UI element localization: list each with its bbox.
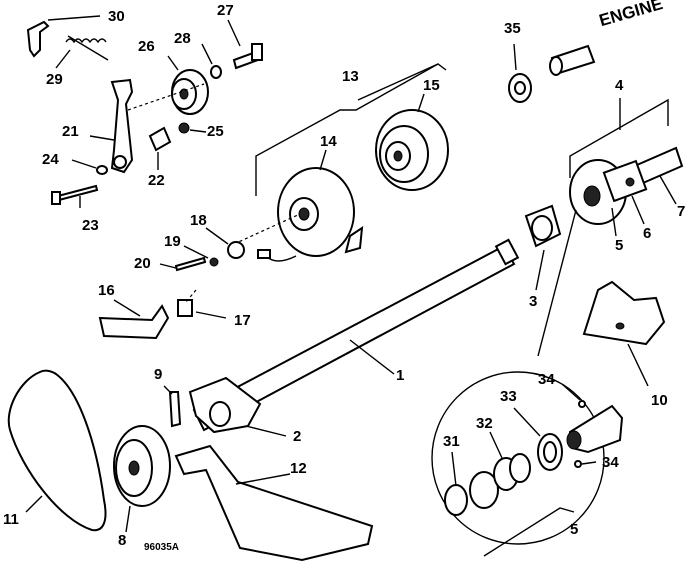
part-25-nut [178,122,207,134]
callout-13: 13 [342,68,359,85]
assembly-line [185,289,197,303]
callout-34-top: 34 [538,371,555,388]
part-17-clip [177,299,227,319]
part-33-bushing [513,407,563,471]
part-20-bolt [159,256,207,272]
callout-17: 17 [234,312,251,329]
callout-9: 9 [154,366,163,383]
engine-crankshaft-stub [549,44,596,76]
callout-10: 10 [651,392,668,409]
part-5-6-universal-joint [569,159,648,237]
part-32-ring [469,431,531,509]
part-23-bolt [51,184,99,208]
callout-5: 5 [615,237,624,254]
callout-8: 8 [118,532,127,549]
callout-14: 14 [320,133,337,150]
part-30-bracket [26,15,101,58]
callout-33: 33 [500,388,517,405]
part-4-group-bracket [569,98,669,178]
part-34-yoke [561,383,624,468]
callout-29: 29 [46,71,63,88]
part-2-bearing-housing [188,376,287,437]
callout-35: 35 [504,20,521,37]
callout-28: 28 [174,30,191,47]
callout-31: 31 [443,433,460,450]
callout-32: 32 [476,415,493,432]
callout-20: 20 [134,255,151,272]
callout-12: 12 [290,460,307,477]
callout-23: 23 [82,217,99,234]
part-1-drive-shaft [192,238,520,432]
part-27-bolt [227,19,263,70]
callout-16: 16 [98,282,115,299]
part-13-group-bracket [255,63,447,196]
callout-19: 19 [164,233,181,250]
callout-6: 6 [643,225,652,242]
callout-26: 26 [138,38,155,55]
part-19-lockwasher [183,245,219,267]
callout-7: 7 [677,203,686,220]
part-16-bracket [98,299,170,340]
part-18-washer [205,227,245,259]
part-13-leader [357,63,439,101]
callout-4: 4 [615,77,624,94]
assembly-line [127,83,205,111]
part-28-washer [201,43,222,79]
part-22-spacer [148,126,172,170]
part-21-idler-arm [89,78,134,174]
part-15-clutch-pulley [375,93,449,191]
detail-view-circle [431,209,605,557]
callout-21: 21 [62,123,79,140]
part-14-electric-clutch [257,149,364,262]
callout-3: 3 [529,293,538,310]
part-9-key [163,385,182,428]
part-35-spacer [508,43,532,103]
callout-5-detail: 5 [570,521,579,538]
part-12-mounting-bracket [174,444,374,562]
callout-25: 25 [207,123,224,140]
drawing-code: 96035A [144,542,180,553]
part-24-washer [71,159,108,175]
callout-15: 15 [423,77,440,94]
part-8-shaft-pulley [113,425,171,533]
assembly-line [233,213,301,245]
callout-27: 27 [217,2,234,19]
part-31-seal [444,451,468,516]
callout-30: 30 [108,8,125,25]
part-10-bracket [582,280,666,387]
callout-24: 24 [42,151,59,168]
callout-18: 18 [190,212,207,229]
callout-22: 22 [148,172,165,189]
part-11-v-belt [7,369,107,532]
part-26-idler-pulley [167,55,209,115]
part-29-spring [55,35,109,69]
callout-1: 1 [396,367,405,384]
callout-34-bottom: 34 [602,454,619,471]
callout-2: 2 [293,428,302,445]
part-3-flange-bearing [524,204,562,291]
callout-11: 11 [3,511,19,528]
